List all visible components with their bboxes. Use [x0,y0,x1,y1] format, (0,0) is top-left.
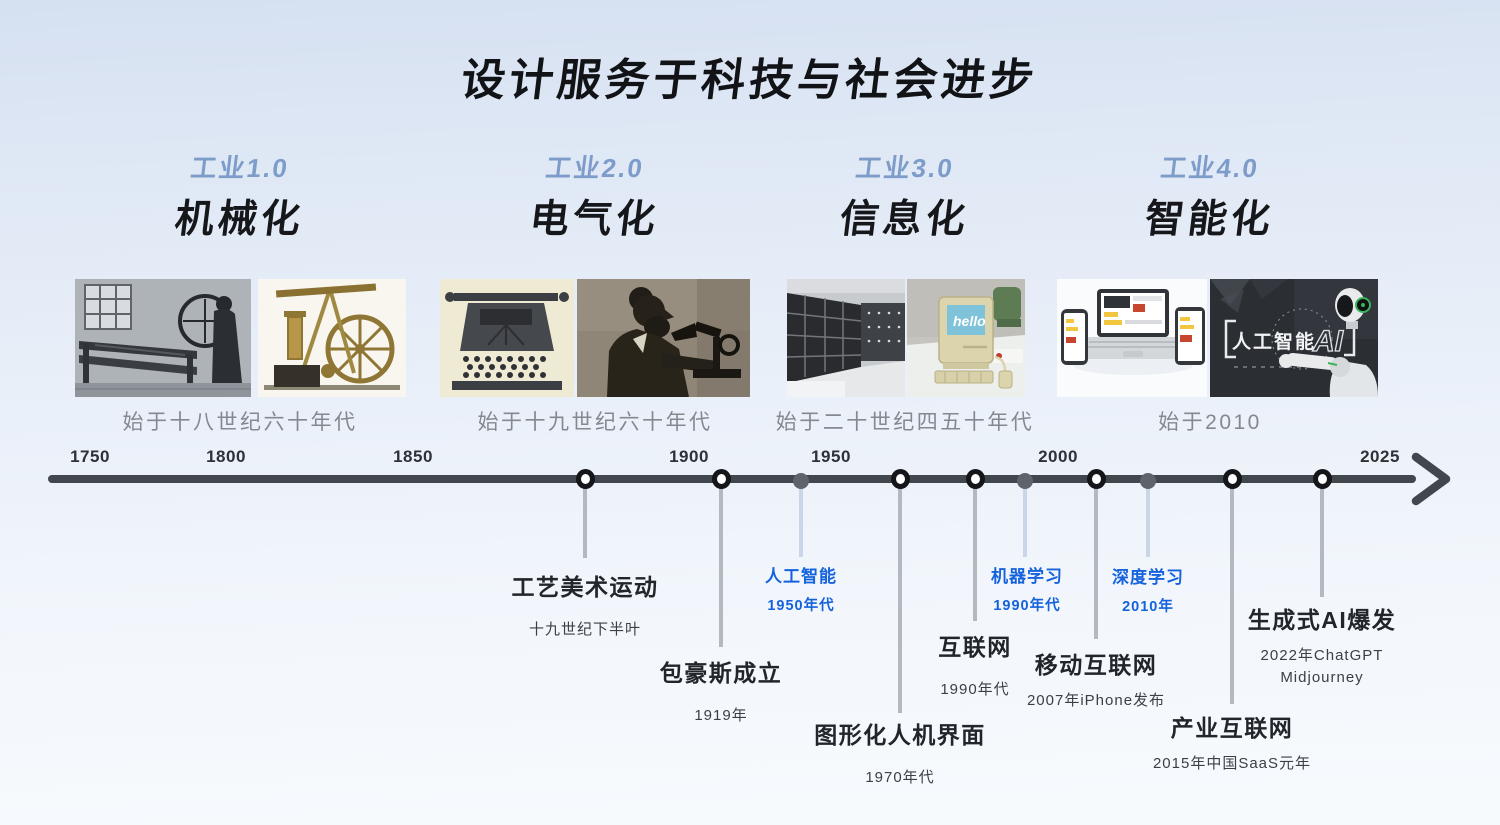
era-name-electrification: 电气化 [527,198,662,241]
timeline-marker-open [891,469,910,489]
era-name-mechanization: 机械化 [172,198,307,241]
image-bell-telephone-photo [577,279,750,397]
timeline-axis [48,475,1416,483]
timeline-stem [1023,487,1027,557]
event-industrial-internet: 产业互联网 2015年中国SaaS元年 [1153,709,1311,773]
year-label-1850: 1850 [393,447,433,466]
event-title: 机器学习 [991,567,1063,586]
era-name-intelligence: 智能化 [1142,198,1277,241]
event-artificial-intelligence: 人工智能 1950年代 [765,562,837,615]
page-title: 设计服务于科技与社会进步 [458,56,1041,105]
year-label-1800: 1800 [206,447,246,466]
event-title: 工艺美术运动 [511,574,659,600]
timeline-marker-filled [1017,473,1033,489]
timeline-marker-open [966,469,985,489]
event-subtitle: 1970年代 [865,769,935,786]
event-internet: 互联网 1990年代 [938,628,1012,699]
year-label-1950: 1950 [811,447,851,466]
timeline-marker-open [576,469,595,489]
timeline-stem [1146,487,1150,557]
year-label-2025: 2025 [1360,447,1400,466]
event-mobile-internet: 移动互联网 2007年iPhone发布 [1027,646,1165,710]
timeline-marker-open [712,469,731,489]
year-label-1750: 1750 [70,447,110,466]
event-title: 互联网 [938,634,1012,660]
image-apple-macintosh: hello [907,279,1025,397]
event-subtitle: 1990年代 [940,681,1010,698]
event-title: 产业互联网 [1170,715,1294,741]
timeline-arrowhead-icon [1411,452,1451,506]
event-title: 包豪斯成立 [659,660,783,686]
image-remington-typewriter [440,279,574,397]
timeline-marker-open [1087,469,1106,489]
era-tag-industry-4: 工业4.0 [1158,153,1261,183]
event-subtitle: 十九世纪下半叶 [528,621,641,638]
event-graphical-user-interface: 图形化人机界面 1970年代 [814,716,986,787]
event-subtitle: 1990年代 [993,598,1061,614]
ai-image-en-label: AI [1312,325,1344,358]
era-tag-industry-2: 工业2.0 [543,153,646,183]
timeline-stem [799,487,803,557]
event-subtitle-line2: Midjourney [1280,669,1364,686]
event-subtitle: 2022年ChatGPT [1260,647,1384,664]
event-title: 移动互联网 [1034,652,1158,678]
timeline-marker-filled [1140,473,1156,489]
event-subtitle: 2010年 [1122,599,1174,615]
era-caption-4: 始于2010 [1158,411,1262,434]
timeline-stem [583,487,587,558]
event-title: 生成式AI爆发 [1247,607,1397,633]
era-tag-industry-3: 工业3.0 [853,153,956,183]
timeline-stem [1230,487,1234,704]
ai-image-cn-label: 人工智能 [1232,330,1316,353]
timeline-marker-open [1313,469,1332,489]
era-caption-1: 始于十八世纪六十年代 [122,411,358,434]
timeline-stem [1320,487,1324,597]
timeline-marker-open [1223,469,1242,489]
image-watt-steam-engine [258,279,406,397]
era-caption-2: 始于十九世纪六十年代 [477,411,713,434]
year-label-2000: 2000 [1038,447,1078,466]
event-deep-learning: 深度学习 2010年 [1112,563,1184,616]
event-title: 人工智能 [765,567,837,586]
image-spinning-jenny-engraving [75,279,251,397]
event-subtitle: 2015年中国SaaS元年 [1152,755,1312,772]
era-caption-3: 始于二十世纪四五十年代 [775,411,1035,434]
mac-screen-text: hello [953,313,986,329]
event-title: 深度学习 [1112,568,1184,587]
timeline-marker-filled [793,473,809,489]
event-generative-ai-explosion: 生成式AI爆发 2022年ChatGPT Midjourney [1248,601,1397,686]
era-name-informatization: 信息化 [837,198,972,241]
event-machine-learning: 机器学习 1990年代 [991,562,1063,615]
era-tag-industry-1: 工业1.0 [188,153,291,183]
timeline-stem [898,487,902,713]
image-apple-devices [1057,279,1207,397]
event-subtitle: 1950年代 [767,598,835,614]
image-ai-robot: 人工智能 AI [1210,279,1378,397]
event-subtitle: 2007年iPhone发布 [1026,692,1166,709]
event-bauhaus-founded: 包豪斯成立 1919年 [660,654,783,725]
timeline-stem [1094,487,1098,639]
timeline-stem [973,487,977,621]
event-title: 图形化人机界面 [814,722,986,748]
timeline-stem [719,487,723,647]
year-label-1900: 1900 [669,447,709,466]
image-eniac-computer-room [787,279,905,397]
event-arts-and-crafts-movement: 工艺美术运动 十九世纪下半叶 [512,568,659,639]
event-subtitle: 1919年 [694,707,748,724]
